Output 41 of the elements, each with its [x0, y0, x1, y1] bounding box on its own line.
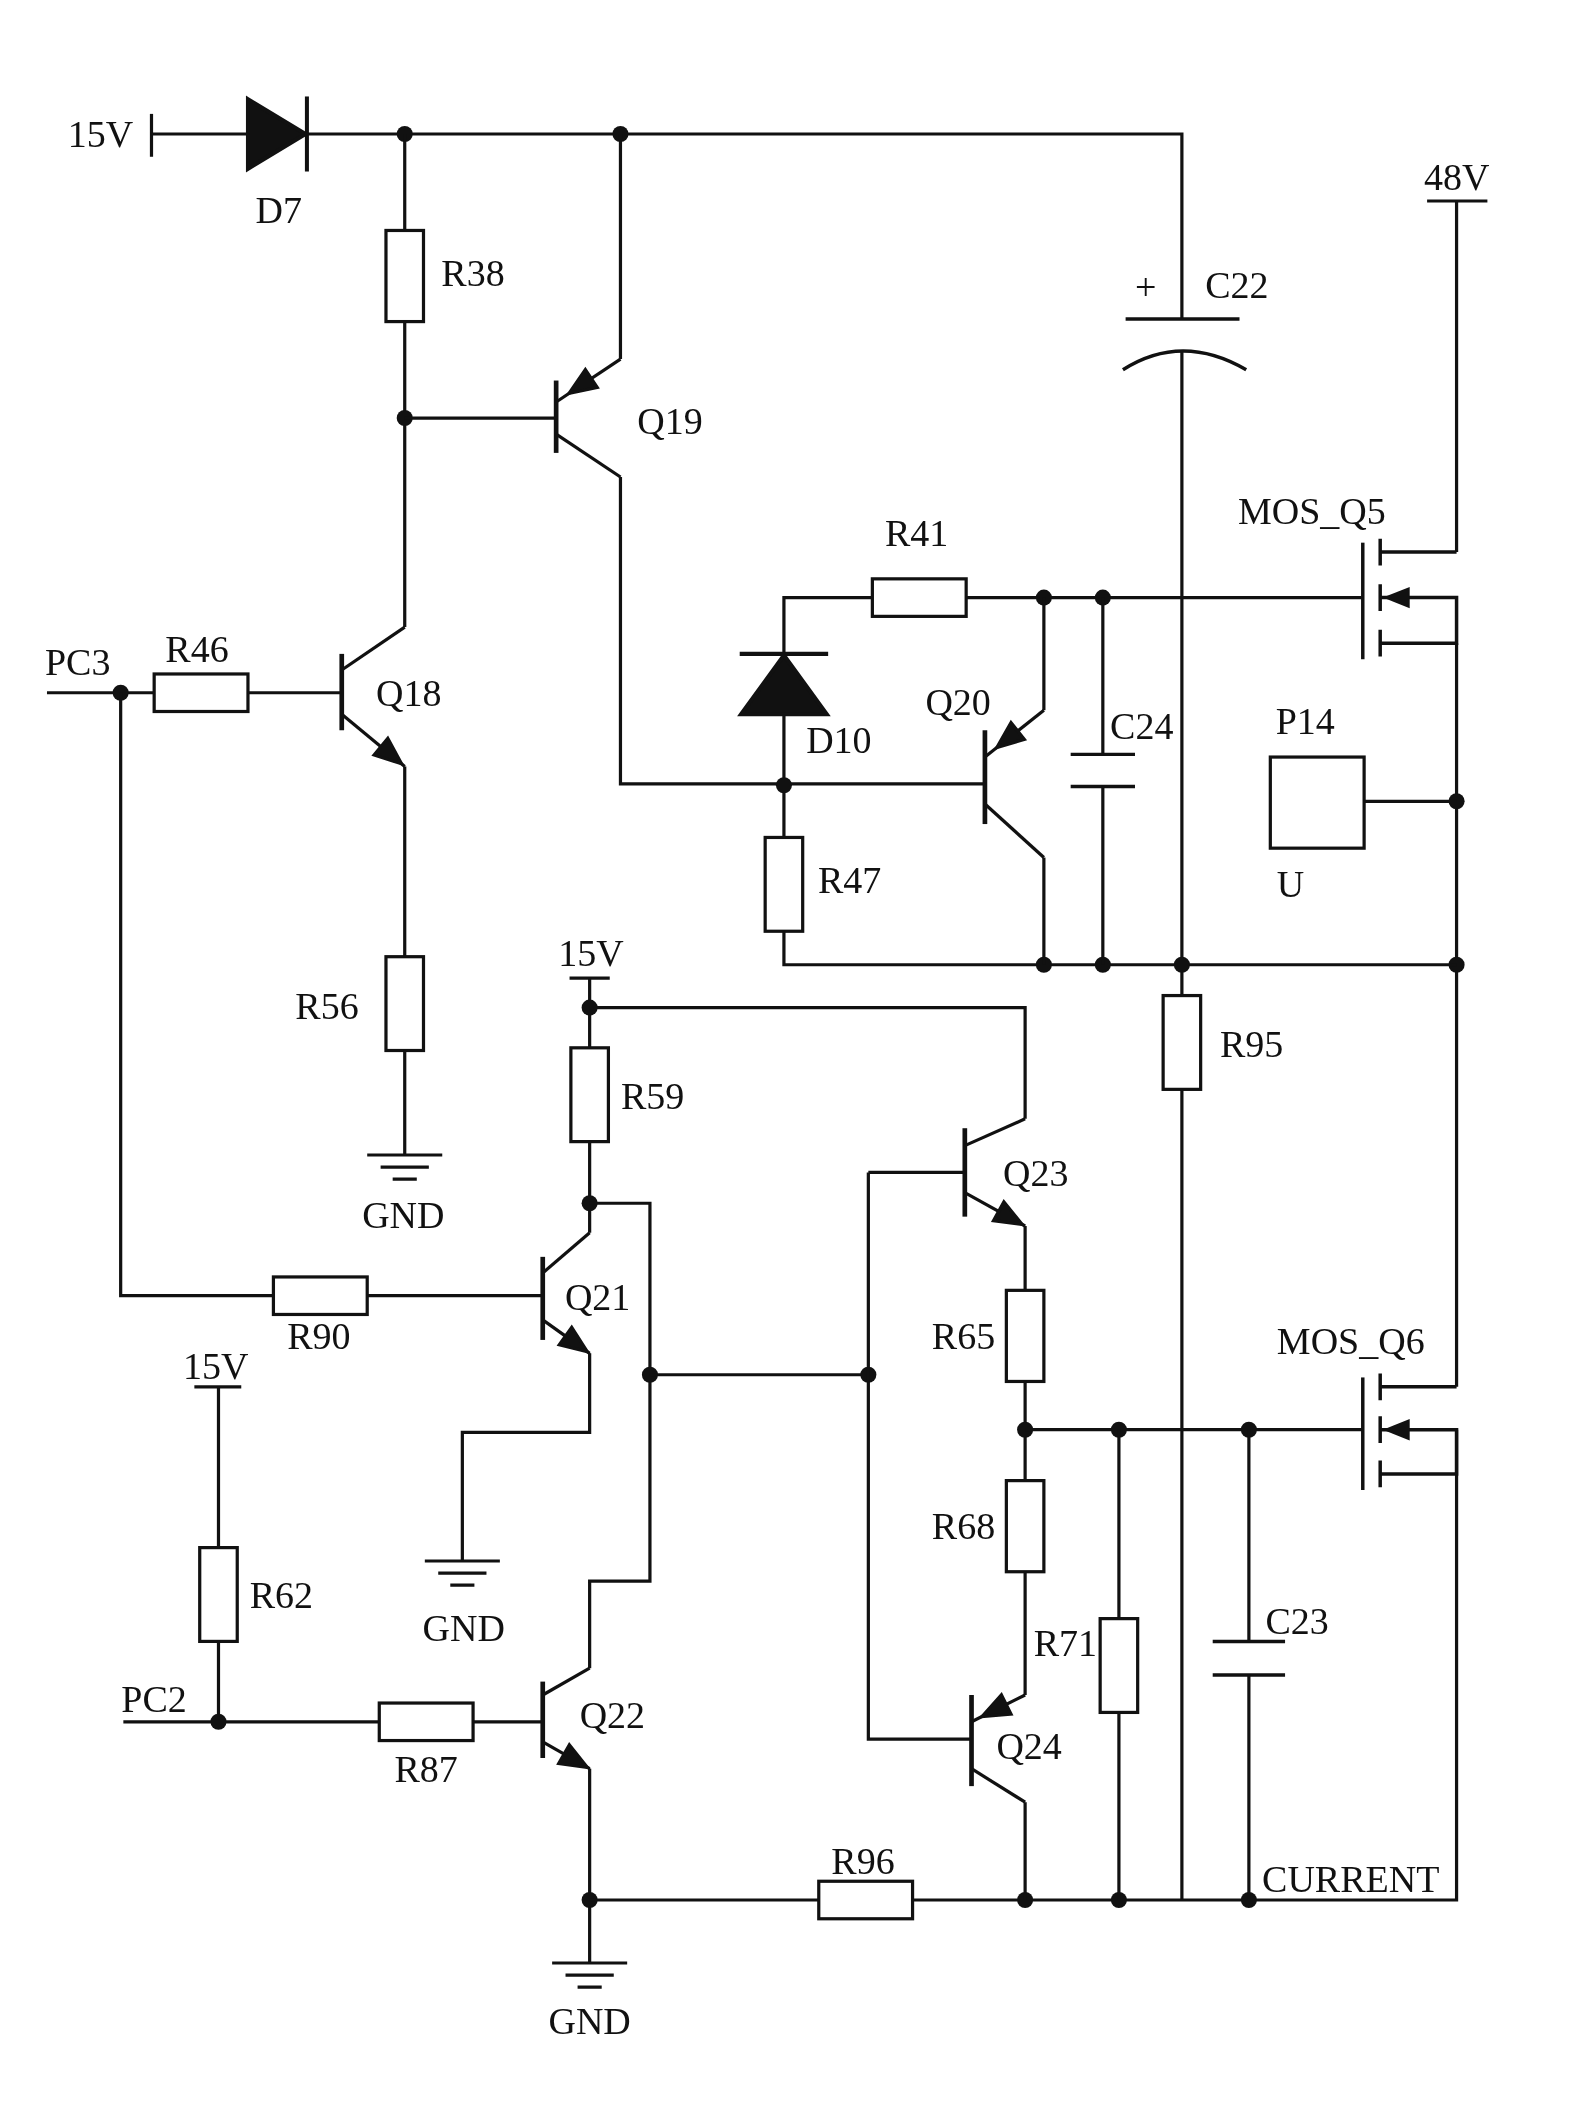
- component-label: D7: [255, 191, 302, 230]
- component-label: R59: [620, 1077, 685, 1116]
- voltage-label: 15V: [67, 115, 134, 153]
- component-label: R95: [1219, 1024, 1284, 1063]
- component-label: R41: [884, 514, 949, 553]
- signal-label: PC3: [45, 643, 111, 681]
- component-label: R90: [287, 1317, 351, 1355]
- component-label: R56: [295, 987, 359, 1026]
- component-label: Q22: [579, 1696, 646, 1735]
- component-label: P14: [1275, 701, 1335, 740]
- component-label: R62: [249, 1575, 314, 1614]
- voltage-label: 15V: [558, 933, 624, 972]
- pin-label: U: [1276, 865, 1305, 904]
- component-label: Q24: [996, 1727, 1062, 1766]
- component-label: Q21: [564, 1278, 631, 1317]
- component-label: Q19: [637, 401, 703, 440]
- polarity-mark: +: [1135, 267, 1157, 306]
- component-label: R71: [1033, 1623, 1097, 1662]
- component-label: Q20: [925, 683, 991, 722]
- ground-label: GND: [422, 1609, 505, 1648]
- component-label: R68: [931, 1507, 996, 1546]
- signal-label: PC2: [121, 1680, 187, 1719]
- signal-label: CURRENT: [1262, 1859, 1440, 1898]
- component-label: D10: [806, 720, 872, 759]
- ground-label: GND: [548, 2001, 631, 2040]
- component-label: C24: [1110, 707, 1174, 746]
- component-label: C23: [1265, 1602, 1329, 1641]
- component-label: R38: [441, 254, 505, 293]
- ground-label: GND: [362, 1196, 445, 1235]
- component-label: C22: [1205, 266, 1269, 305]
- component-label: Q23: [1003, 1153, 1069, 1192]
- component-label: R46: [165, 629, 229, 668]
- component-label: R47: [817, 861, 882, 900]
- voltage-label: 15V: [183, 1346, 249, 1385]
- component-label: MOS_Q5: [1238, 491, 1386, 530]
- component-label: R87: [394, 1749, 458, 1788]
- component-label: Q18: [376, 673, 442, 712]
- component-label: R96: [831, 1842, 895, 1881]
- voltage-label: 48V: [1423, 157, 1490, 196]
- component-label: R65: [931, 1317, 996, 1355]
- component-label: MOS_Q6: [1276, 1322, 1425, 1361]
